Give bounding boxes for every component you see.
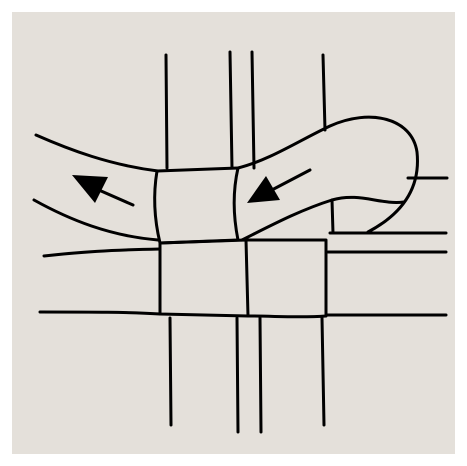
horizontal-strands (38, 176, 449, 317)
direction-arrow-right (247, 168, 312, 203)
upper-strand-3 (250, 50, 256, 170)
block-bottom-right (244, 238, 328, 319)
arrow-left-head (72, 175, 108, 203)
band-inner-edge-right (240, 195, 406, 242)
lower-strand-1 (168, 316, 173, 427)
curved-band (32, 115, 419, 242)
upper-strand-2 (228, 50, 234, 170)
right-post-stub (330, 198, 335, 235)
band-outer-edge-left (34, 133, 160, 173)
arrow-right-shaft (266, 168, 312, 194)
left-strand-upper (42, 247, 162, 258)
lower-vertical-strands (168, 316, 326, 434)
upper-strand-4 (321, 53, 327, 132)
upper-vertical-strands (164, 50, 327, 170)
lower-strand-2 (235, 316, 240, 434)
band-inner-edge-left (32, 198, 160, 242)
block-bottom-left (158, 238, 250, 318)
lower-strand-4 (320, 316, 326, 427)
left-strand-lower (38, 310, 162, 316)
block-top-left (153, 166, 240, 245)
joint-blocks (153, 166, 328, 319)
upper-strand-1 (164, 53, 169, 170)
band-outer-edge-right (236, 115, 419, 234)
arrow-right-head (247, 176, 280, 203)
lower-strand-3 (258, 316, 263, 434)
direction-arrow-left (72, 175, 135, 207)
